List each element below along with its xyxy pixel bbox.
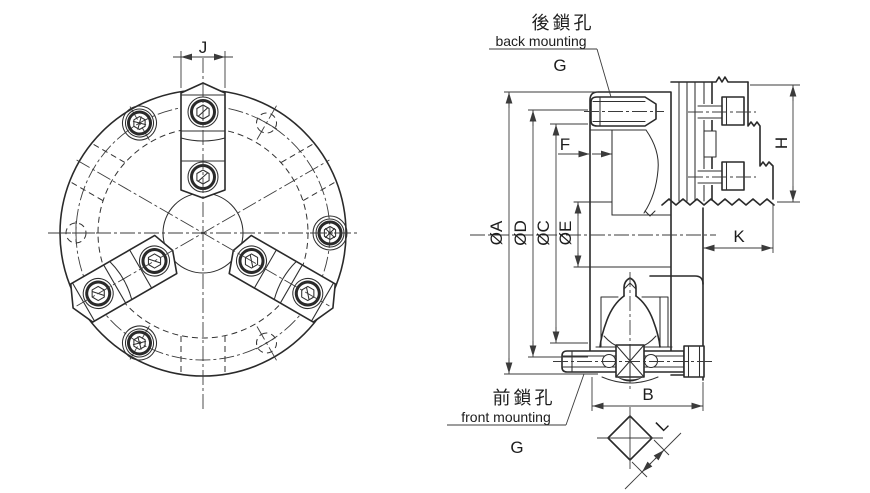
dim-label-k: K [733,227,745,246]
dim-label-j: J [199,38,208,57]
t-nut [703,130,717,158]
center-lines [48,58,358,412]
dimension-k: K [703,204,774,253]
dia-label-e: ØE [556,221,575,246]
dia-label-a: ØA [487,220,506,245]
dimension-j: J [173,38,233,88]
front-mounting-label-cn: 前鎖孔 [493,388,556,408]
dia-label-c: ØC [534,220,553,246]
dia-label-d: ØD [511,220,530,246]
jaw-cap-screw-lower [688,161,756,191]
square-socket [615,344,645,378]
dimension-b: B [591,377,704,411]
front-mounting-bolt [553,344,712,384]
front-mounting-label-en: front mounting [461,409,551,425]
front-mounting-thread-label: G [510,438,523,457]
front-mounting-annotation: 前鎖孔 front mounting G [447,373,585,457]
dimension-f: F [558,135,612,158]
dim-label-f: F [560,135,570,154]
back-mounting-label-cn: 後鎖孔 [532,13,595,33]
back-mounting-label-en: back mounting [495,33,586,49]
back-mounting-thread-label: G [553,56,566,75]
front-view: J [48,38,358,412]
dim-label-h: H [772,137,791,149]
pinion [595,272,673,392]
jaw-serration [661,198,775,206]
jaw-cap-screw-upper [688,96,756,126]
diameter-dimensions: ØA ØD ØC ØE [487,91,598,375]
dim-label-b: B [642,385,653,404]
back-mounting-screw [584,96,664,127]
dimension-h: H [750,84,800,203]
back-mounting-annotation: 後鎖孔 back mounting G [489,13,612,98]
section-view: ØA ØD ØC ØE F [447,13,800,457]
section-jaw [661,81,775,206]
